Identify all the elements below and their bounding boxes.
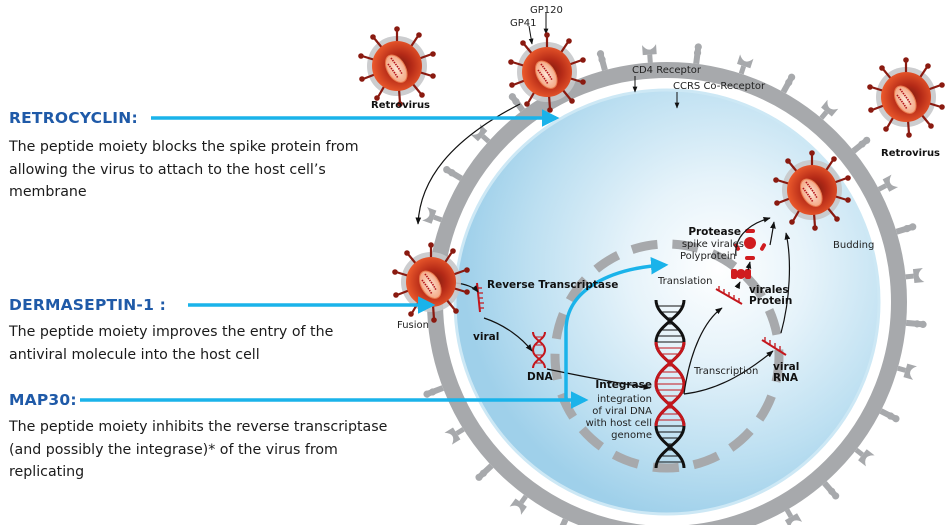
receptor-icon — [879, 407, 901, 424]
protease-sub-line-1: spike virales — [682, 239, 744, 250]
reverse-transcriptase-label: Reverse Transcriptase — [487, 279, 618, 291]
receptor-icon — [851, 135, 872, 154]
receptor-icon — [904, 268, 925, 284]
peptide-arrows — [80, 109, 669, 409]
budding-arrow — [780, 232, 791, 334]
transcription-arrow-rna — [683, 350, 774, 395]
dermaseptin-title: DERMASEPTIN-1 : — [9, 296, 167, 314]
description-line: The peptide moiety improves the entry of… — [9, 324, 334, 340]
viral-protein-icon — [731, 229, 766, 279]
gp120-label: GP120 — [530, 5, 563, 16]
viral-rna-line-1: viral — [773, 361, 799, 373]
viral-rna-line-2: RNA — [773, 372, 799, 384]
receptor-icon — [642, 44, 658, 64]
nucleus-membrane — [550, 239, 784, 473]
cd4-receptor-label: CD4 Receptor — [632, 65, 702, 76]
assembly-arrow — [735, 216, 771, 257]
integrase-label: Integrase — [595, 379, 652, 391]
integration-line-1: integration — [597, 394, 652, 405]
host-cell — [422, 42, 927, 530]
receptor-icon — [780, 72, 797, 94]
integration-line-2: of viral DNA — [592, 406, 652, 417]
retrovirus-label-right: Retrovirus — [881, 148, 940, 159]
receptor-icon — [905, 319, 927, 329]
retrocyclin-title: RETROCYCLIN: — [9, 109, 138, 127]
ccrs-coreceptor-label: CCRS Co-Receptor — [673, 81, 766, 92]
receptor-icon — [692, 42, 703, 65]
description-line: allowing the virus to attach to the host… — [9, 161, 326, 178]
description-line: membrane — [9, 184, 87, 200]
label-pointers — [528, 13, 680, 109]
description-line: The peptide moiety blocks the spike prot… — [9, 139, 359, 155]
virales-protein-line-1: virales — [749, 284, 789, 296]
fusion-virus-icon — [391, 241, 471, 324]
dermaseptin-description: The peptide moiety improves the entry of… — [9, 321, 333, 366]
integration-line-3: with host cell — [586, 418, 652, 429]
dna-label: DNA — [527, 371, 554, 383]
viral-label: viral — [473, 331, 499, 343]
attaching-retrovirus-icon — [507, 31, 587, 114]
viral-dna-icon — [531, 331, 547, 369]
map30-description: The peptide moiety inhibits the reverse … — [9, 416, 387, 484]
gp41-label: GP41 — [510, 18, 537, 29]
description-line: The peptide moiety inhibits the reverse … — [9, 419, 388, 435]
budding-label: Budding — [833, 240, 874, 251]
receptor-icon — [596, 49, 609, 72]
virales-protein-line-2: Protein — [749, 295, 792, 307]
description-line: antiviral molecule into the host cell — [9, 346, 260, 363]
receptor-icon — [422, 384, 445, 399]
protease-sub-line-2: Polyprotein — [680, 251, 736, 262]
receptor-icon — [895, 222, 918, 236]
map30-title: MAP30: — [9, 391, 77, 409]
receptor-icon — [473, 463, 494, 483]
transcription-arrow-up — [683, 307, 723, 395]
receptor-icon — [895, 361, 917, 380]
integration-line-4: genome — [611, 430, 652, 441]
viral-rna-icon — [761, 337, 787, 356]
translated-rna-icon — [715, 286, 743, 305]
retrocyclin-description: The peptide moiety blocks the spike prot… — [9, 136, 359, 204]
retrovirus-icon — [357, 25, 437, 108]
receptor-icon — [821, 480, 841, 502]
fusion-label: Fusion — [397, 320, 429, 331]
receptor-icon — [441, 164, 464, 182]
description-line: (and possibly the integrase)* of the vir… — [9, 441, 338, 458]
description-line: replicating — [9, 464, 85, 480]
map30-protease-arrow — [564, 257, 669, 400]
protease-label: Protease — [688, 226, 741, 238]
retrovirus-right-icon — [866, 56, 946, 139]
cytoplasm — [454, 89, 880, 515]
integration-arrow — [546, 368, 651, 390]
transcription-label: Transcription — [693, 366, 758, 377]
translation-label: Translation — [657, 276, 713, 287]
host-dna-helix-icon — [654, 299, 686, 469]
retrovirus-label: Retrovirus — [371, 100, 430, 111]
